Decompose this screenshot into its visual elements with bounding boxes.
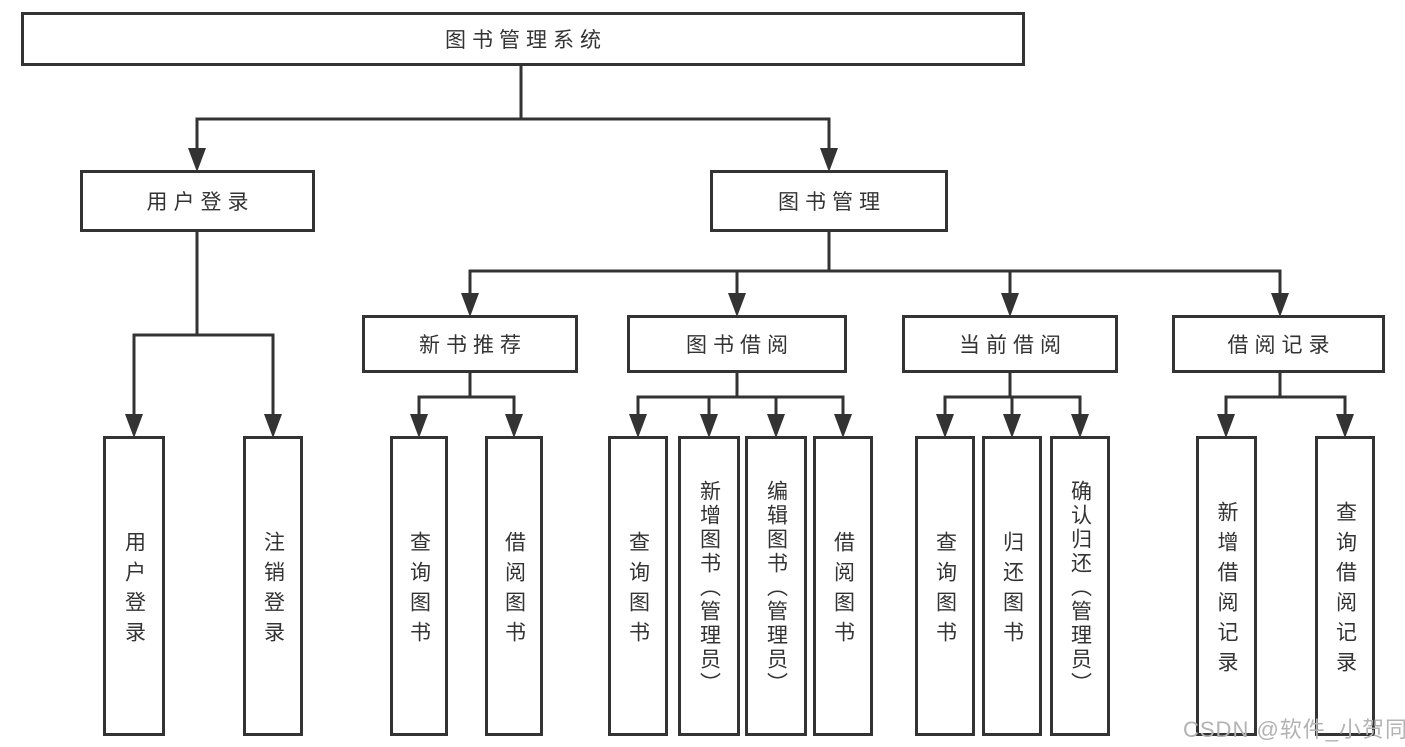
node-new-book-recommend-label: 新书推荐 — [419, 334, 527, 357]
leaf-add-borrow-record: 新增借阅记录 — [1196, 436, 1257, 736]
leaf-add-borrow-record-label: 新增借阅记录 — [1215, 500, 1238, 681]
leaf-logout: 注销登录 — [243, 436, 303, 736]
csdn-watermark: CSDN @软件_小贺同学 — [1183, 717, 1405, 742]
node-root: 图书管理系统 — [21, 12, 1025, 66]
arrowhead — [1217, 414, 1235, 438]
leaf-query-books-2: 查询图书 — [608, 436, 668, 736]
leaf-edit-books-admin-label: 编辑图书（管理员） — [764, 479, 788, 696]
node-user-login: 用户登录 — [80, 170, 315, 232]
arrowhead — [188, 148, 206, 172]
leaf-add-books-admin-label: 新增图书（管理员） — [697, 479, 721, 696]
arrowhead — [767, 414, 785, 438]
leaf-return-books-label: 归还图书 — [1000, 530, 1024, 651]
node-current-borrow: 当前借阅 — [902, 315, 1118, 373]
node-root-label: 图书管理系统 — [445, 29, 607, 52]
leaf-user-login-label: 用户登录 — [122, 530, 146, 651]
leaf-borrow-books-2-label: 借阅图书 — [831, 530, 855, 651]
node-book-management: 图书管理 — [710, 170, 948, 232]
arrowhead — [834, 414, 852, 438]
leaf-query-books-2-label: 查询图书 — [626, 530, 650, 651]
leaf-borrow-books-1: 借阅图书 — [485, 436, 543, 736]
leaf-return-books: 归还图书 — [982, 436, 1042, 736]
leaf-query-books-1: 查询图书 — [390, 436, 448, 736]
node-borrow-records: 借阅记录 — [1172, 315, 1385, 373]
leaf-query-books-3-label: 查询图书 — [933, 530, 957, 651]
node-book-management-label: 图书管理 — [778, 191, 886, 214]
node-current-borrow-label: 当前借阅 — [959, 334, 1067, 357]
leaf-borrow-books-1-label: 借阅图书 — [502, 530, 526, 651]
leaf-query-books-1-label: 查询图书 — [407, 530, 431, 651]
arrowhead — [936, 414, 954, 438]
node-user-login-label: 用户登录 — [146, 191, 255, 214]
node-book-borrow: 图书借阅 — [627, 315, 847, 373]
arrowhead — [1001, 293, 1019, 317]
arrowhead — [1271, 293, 1289, 317]
arrowhead — [820, 148, 838, 172]
leaf-user-login: 用户登录 — [103, 436, 165, 736]
leaf-logout-label: 注销登录 — [261, 530, 285, 651]
node-book-borrow-label: 图书借阅 — [686, 334, 794, 357]
arrowhead — [505, 414, 523, 438]
leaf-borrow-books-2: 借阅图书 — [813, 436, 873, 736]
leaf-query-books-3: 查询图书 — [915, 436, 975, 736]
arrowhead — [629, 414, 647, 438]
arrowhead — [410, 414, 428, 438]
arrowhead — [1003, 414, 1021, 438]
arrowhead — [461, 293, 479, 317]
leaf-query-borrow-record: 查询借阅记录 — [1315, 436, 1375, 736]
arrowhead — [728, 293, 746, 317]
leaf-query-borrow-record-label: 查询借阅记录 — [1333, 500, 1357, 681]
arrowhead — [125, 414, 143, 438]
leaf-add-books-admin: 新增图书（管理员） — [678, 436, 740, 736]
arrowhead — [1336, 414, 1354, 438]
arrowhead — [700, 414, 718, 438]
node-new-book-recommend: 新书推荐 — [362, 315, 578, 373]
arrowhead — [1071, 414, 1089, 438]
leaf-confirm-return-admin-label: 确认归还（管理员） — [1068, 479, 1092, 696]
arrowhead — [264, 414, 282, 438]
leaf-confirm-return-admin: 确认归还（管理员） — [1050, 436, 1110, 736]
node-borrow-records-label: 借阅记录 — [1227, 334, 1336, 357]
leaf-edit-books-admin: 编辑图书（管理员） — [745, 436, 807, 736]
